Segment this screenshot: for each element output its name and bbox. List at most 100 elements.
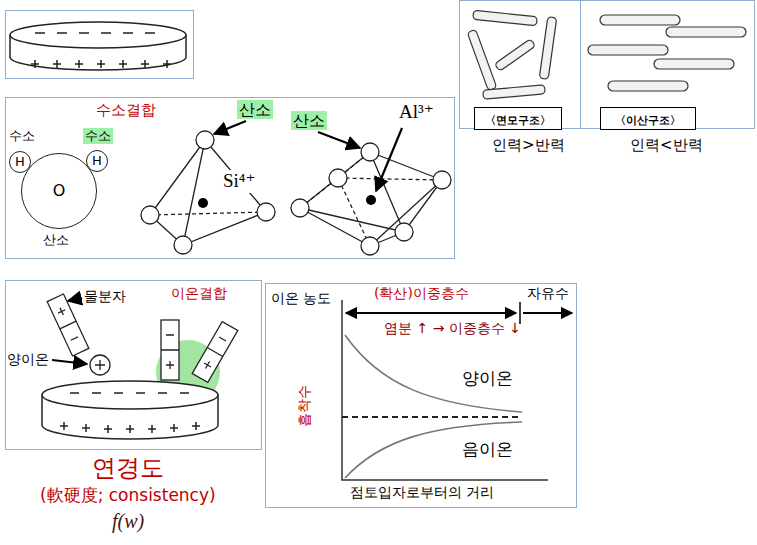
ion-label: Al³⁺ <box>399 101 434 124</box>
water-molecule <box>47 294 89 356</box>
hydrogen-atom: H <box>9 151 31 173</box>
atom-label: 산소 <box>43 232 69 248</box>
oxygen-vertices <box>141 131 275 254</box>
negative-charges <box>70 392 189 394</box>
clay-plate-top <box>10 22 186 48</box>
chart-panel: 이온 농도 (확산)이중층수 자유수염분 ↑ → 이중층수 ↓ 양이온음이온 흡착수점토… <box>265 283 577 508</box>
octahedron-hidden-edges <box>300 152 442 246</box>
dipole-signs <box>52 304 83 342</box>
highlighted-label: 산소 <box>237 100 273 119</box>
structure-label: 〈면모구조〉 <box>474 107 562 130</box>
panel-frame <box>6 11 194 79</box>
ion-label: Si⁴⁺ <box>221 170 258 193</box>
oxygen-vertex <box>257 203 275 221</box>
anion-curve <box>345 422 522 478</box>
molecule-body <box>192 322 238 383</box>
oxygen-vertex <box>361 237 379 255</box>
alumina-octahedron <box>300 152 442 246</box>
node-text: 〈이산구조〉 <box>615 114 681 127</box>
node-text: 산소 <box>293 111 325 130</box>
molecule-panel: 수소결합수소산소Si⁴⁺Al³⁺OHH수소산소산소 <box>5 97 455 259</box>
equilibrium-line <box>342 416 522 418</box>
highlighted-label: 산소 <box>291 111 327 130</box>
clay-plate <box>473 10 538 26</box>
zone-label: 자유수 <box>527 285 569 302</box>
oxygen-vertex <box>196 131 214 149</box>
axis-label: 점토입자로부터의 거리 <box>350 484 494 501</box>
clay-plate <box>608 81 688 91</box>
clay-plate <box>483 85 546 99</box>
oxygen-vertices <box>291 143 451 255</box>
pointer-arrow <box>52 360 87 364</box>
clay-plate <box>494 39 535 72</box>
structure-caption: 인력<반력 <box>630 136 703 154</box>
tetrahedron-hidden-edge <box>150 212 266 215</box>
oxygen-vertex <box>329 169 347 187</box>
pointer-arrows <box>52 298 87 364</box>
axis-label: 이온 농도 <box>271 290 331 307</box>
oxygen-vertex <box>395 223 413 241</box>
negative-charges <box>35 32 155 34</box>
molecule-label: 물분자 <box>84 288 126 305</box>
structure-label: 〈이산구조〉 <box>600 107 696 130</box>
oxygen-vertex <box>291 199 309 217</box>
hydrogen-atom: H <box>86 150 108 172</box>
ion-label: 양이온 <box>7 351 49 368</box>
water-panel: 물분자 이온결합양이온 <box>5 280 262 450</box>
clay-plates <box>588 15 746 91</box>
silica-tetrahedron <box>150 140 266 245</box>
highlighted-label: 수소 <box>83 128 113 144</box>
bond-label: 이온결합 <box>171 285 227 302</box>
chart-axes <box>342 300 548 480</box>
node-text: H <box>92 153 102 169</box>
range-arrow <box>523 312 572 314</box>
aluminium-ion <box>366 195 376 205</box>
oxygen-vertex <box>174 236 192 254</box>
bond-label: 수소결합 <box>96 101 156 119</box>
curve-label: 양이온 <box>462 368 513 388</box>
dipole-signs <box>198 335 231 373</box>
zone-label: 흡착수 <box>296 385 313 427</box>
cation <box>90 355 110 375</box>
pointer-arrow <box>318 132 360 148</box>
oxygen-vertex <box>361 143 379 161</box>
water-molecule <box>161 320 179 380</box>
positive-charges <box>31 60 171 68</box>
clay-plate <box>654 59 734 69</box>
pointer-arrow <box>68 298 82 301</box>
pointer-arrow <box>214 121 246 134</box>
node-text: 수소 <box>85 128 111 144</box>
clay-plate <box>600 15 680 25</box>
tetrahedron-edges <box>150 140 266 245</box>
curve-label: 음이온 <box>462 439 513 459</box>
molecule-body <box>161 320 179 380</box>
node-text: O <box>53 181 66 200</box>
dipole-signs <box>161 335 179 369</box>
clay-plates <box>467 10 557 99</box>
clay-plate-top <box>42 381 218 409</box>
clay-plate <box>588 45 668 55</box>
clay-plate <box>539 17 557 80</box>
term-label: (軟硬度; consistency) <box>40 485 216 505</box>
formula: f(w) <box>112 509 144 533</box>
node-text: 산소 <box>239 100 271 119</box>
note: 염분 ↑ → 이중층수 ↓ <box>384 320 521 337</box>
cation-sign <box>95 360 105 370</box>
structure-caption: 인력>반력 <box>492 136 565 154</box>
positive-charges <box>60 422 200 433</box>
oxygen-vertex <box>141 206 159 224</box>
zone-label: (확산)이중층수 <box>374 285 469 302</box>
octahedron-edges <box>300 152 442 246</box>
cation-curve <box>345 335 522 412</box>
node-text: H <box>15 154 25 170</box>
range-arrow <box>346 312 516 314</box>
oxygen-vertex <box>433 171 451 189</box>
clay-plate <box>467 29 497 90</box>
pointer-arrow <box>376 128 402 191</box>
node-text: 〈면모구조〉 <box>485 114 551 127</box>
water-molecule <box>192 322 238 383</box>
silicon-ion <box>198 198 208 208</box>
clay-plate <box>666 27 746 37</box>
term-label: 연경도 <box>92 454 164 483</box>
